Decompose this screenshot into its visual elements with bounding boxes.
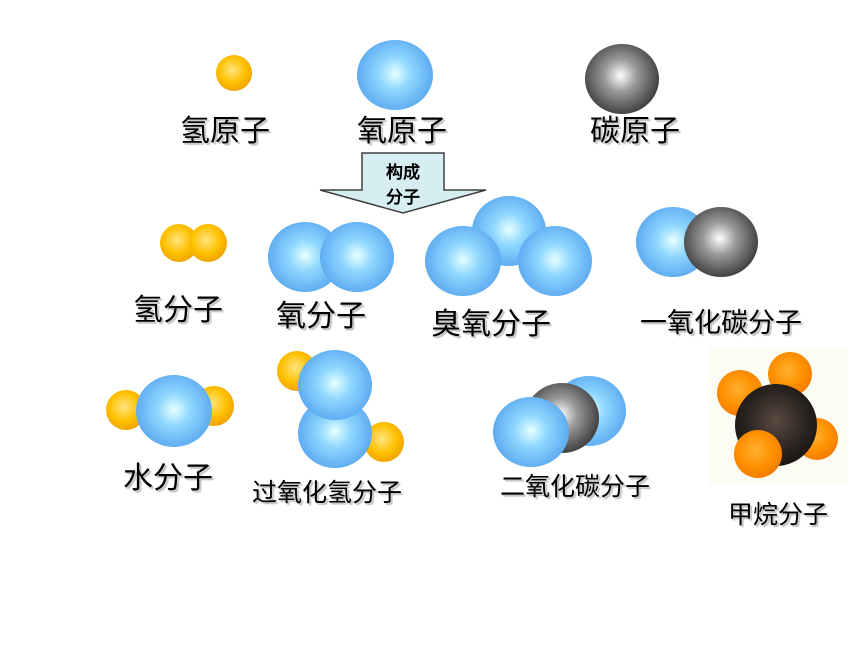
carbon-atom: [585, 44, 659, 114]
oxygen-atom: [493, 397, 569, 467]
hydrogen-peroxide-molecule-label: 过氧化氢分子: [252, 478, 403, 507]
methane-molecule: [708, 348, 848, 484]
hydrogen-molecule-label: 氢分子: [133, 293, 223, 328]
oxygen-atom: [425, 226, 501, 296]
hydrogen-atom-label: 氢原子: [180, 114, 270, 149]
down-arrow-icon: [319, 152, 487, 214]
arrow-label-line1: 构成: [386, 163, 420, 183]
compose-molecule-arrow: 构成 分子: [318, 152, 488, 214]
arrow-label-line2: 分子: [386, 188, 420, 208]
oxygen-atom: [136, 375, 212, 447]
carbon-monoxide-molecule-label: 一氧化碳分子: [640, 308, 802, 339]
oxygen-molecule-label: 氧分子: [276, 299, 366, 334]
water-molecule-label: 水分子: [123, 461, 213, 496]
hydrogen-atom: [216, 55, 252, 91]
ozone-molecule-label: 臭氧分子: [431, 307, 551, 342]
oxygen-atom: [298, 350, 372, 420]
oxygen-atom: [518, 226, 592, 296]
hydrogen-atom: [734, 430, 782, 478]
carbon-dioxide-molecule-label: 二氧化碳分子: [500, 472, 651, 501]
carbon-atom-label: 碳原子: [590, 114, 680, 149]
oxygen-atom: [320, 222, 394, 292]
methane-molecule-label: 甲烷分子: [728, 500, 829, 529]
oxygen-atom: [357, 40, 433, 110]
hydrogen-atom: [189, 224, 227, 262]
oxygen-atom-label: 氧原子: [357, 114, 447, 149]
carbon-atom: [684, 207, 758, 277]
